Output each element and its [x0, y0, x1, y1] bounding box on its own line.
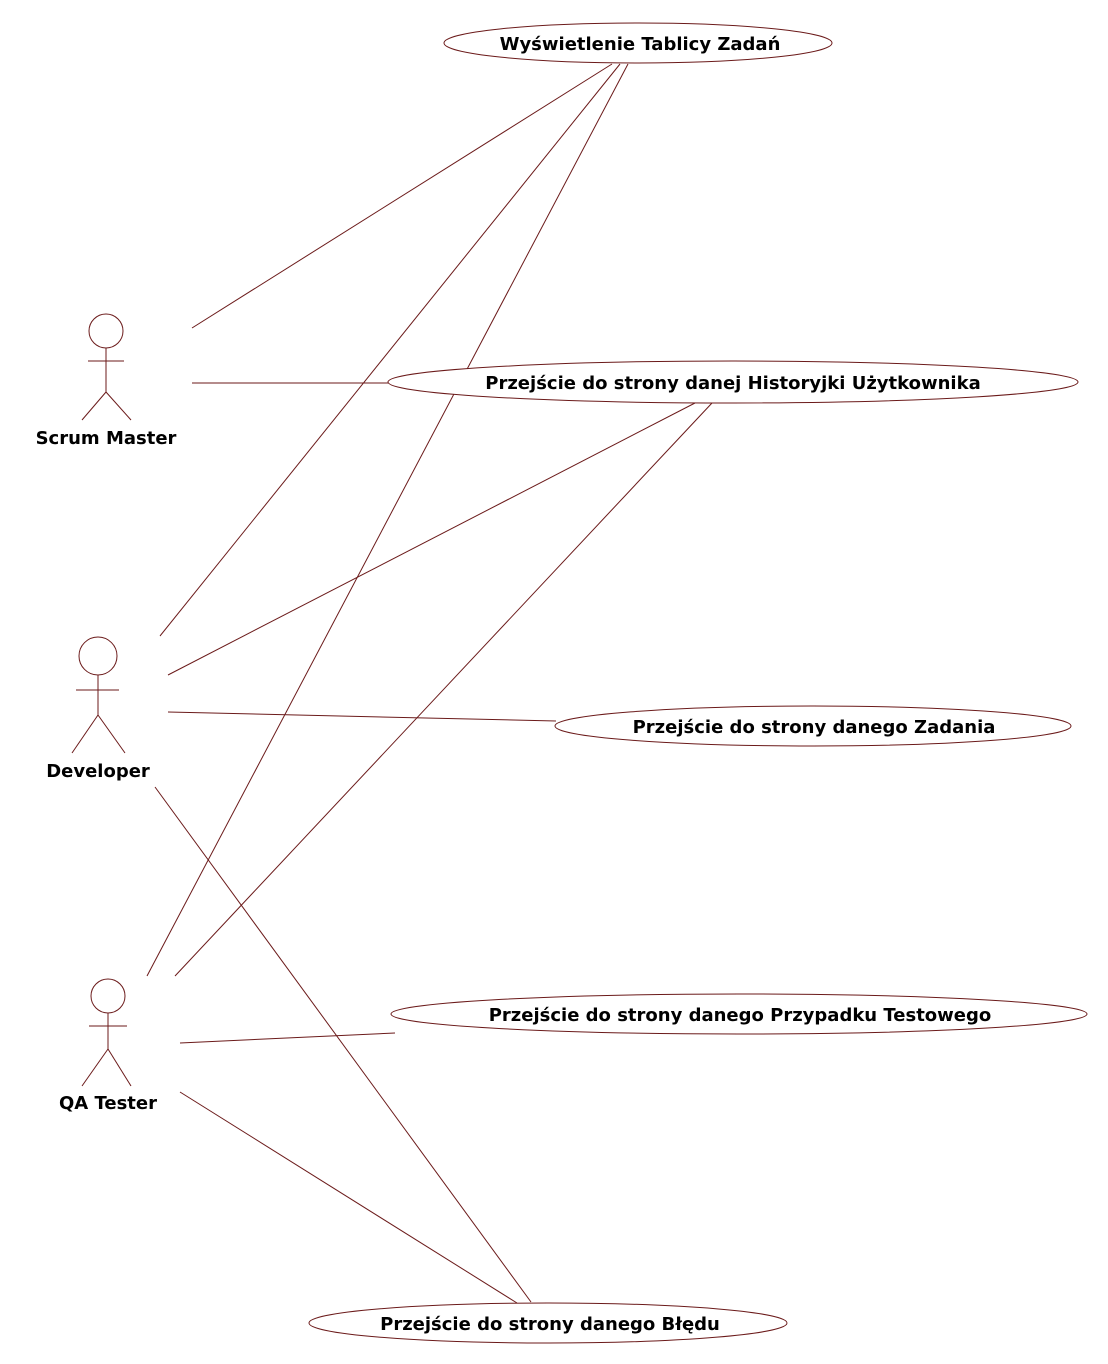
stick-figure-icon	[81, 978, 132, 1087]
use-case-user-story[interactable]: Przejście do strony danej Historyjki Uży…	[387, 360, 1079, 404]
actor-developer[interactable]: Developer	[46, 636, 150, 782]
stick-figure-icon	[71, 636, 126, 754]
use-case-ellipse	[443, 22, 833, 64]
stick-figure-icon	[81, 313, 132, 421]
actor-qa-tester[interactable]: QA Tester	[59, 978, 157, 1114]
association-qa-tester-task-board	[146, 63, 629, 977]
use-case-label: Przejście do strony danego Błędu	[380, 1314, 720, 1335]
use-case-ellipse	[387, 360, 1079, 404]
use-case-ellipse	[308, 1302, 788, 1344]
association-qa-tester-bug	[179, 1091, 518, 1304]
association-developer-task-board	[159, 63, 621, 637]
use-case-task[interactable]: Przejście do strony danego Zadania	[554, 705, 1072, 747]
association-qa-tester-user-story	[174, 402, 713, 977]
use-case-test-case[interactable]: Przejście do strony danego Przypadku Tes…	[390, 993, 1088, 1035]
association-qa-tester-test-case	[179, 1032, 396, 1044]
actor-label: Scrum Master	[36, 428, 177, 449]
use-case-task-board[interactable]: Wyświetlenie Tablicy Zadań	[443, 22, 833, 64]
association-developer-bug	[154, 786, 532, 1303]
use-case-ellipse	[390, 993, 1088, 1035]
association-scrum-master-task-board	[191, 63, 613, 329]
use-case-ellipse	[554, 705, 1072, 747]
association-developer-user-story	[167, 402, 696, 676]
actor-label: QA Tester	[59, 1093, 157, 1114]
association-developer-task	[167, 711, 557, 722]
actor-label: Developer	[46, 761, 150, 782]
use-case-label: Przejście do strony danej Historyjki Uży…	[485, 373, 980, 394]
associations	[146, 63, 713, 1304]
use-case-bug[interactable]: Przejście do strony danego Błędu	[308, 1302, 788, 1344]
actor-scrum-master[interactable]: Scrum Master	[36, 313, 177, 449]
use-case-label: Wyświetlenie Tablicy Zadań	[500, 34, 781, 55]
use-case-label: Przejście do strony danego Zadania	[633, 717, 996, 738]
use-case-label: Przejście do strony danego Przypadku Tes…	[489, 1005, 992, 1026]
